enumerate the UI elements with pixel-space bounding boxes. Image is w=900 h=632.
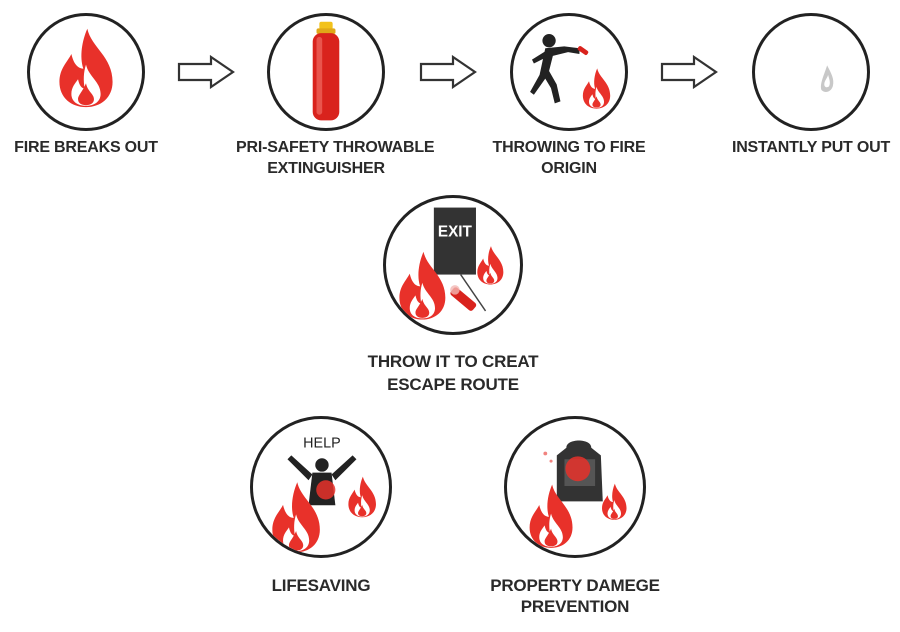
step-caption: PRI-SAFETY THROWABLE EXTINGUISHER	[236, 137, 435, 179]
caption-line: THROW IT TO CREAT	[367, 352, 539, 371]
caption-line: INSTANTLY PUT OUT	[731, 139, 891, 156]
step-caption: THROW IT TO CREAT ESCAPE ROUTE	[343, 350, 563, 396]
step-caption: FIRE BREAKS OUT	[0, 137, 172, 158]
exit-sign-icon: EXIT	[399, 207, 504, 320]
flame-icon	[59, 28, 113, 108]
fire-breaks-out-circle	[27, 13, 145, 131]
caption-line: THROWING TO FIRE	[492, 139, 646, 156]
exit-sign-text: EXIT	[438, 223, 473, 240]
caption-line: EXTINGUISHER	[267, 160, 385, 177]
backpack-icon	[529, 440, 627, 548]
caption-line: PROPERTY DAMEGE	[490, 576, 660, 595]
caption-line: LIFESAVING	[271, 576, 371, 595]
caption-line: ESCAPE ROUTE	[387, 375, 519, 394]
escape-route-circle: EXIT	[383, 195, 523, 335]
caption-line: PRI-SAFETY THROWABLE	[236, 139, 435, 156]
throwing-circle	[510, 13, 628, 131]
lifesaving-circle: HELP	[250, 416, 392, 558]
step-caption: THROWING TO FIRE ORIGIN	[479, 137, 659, 179]
smoke-icon	[820, 65, 834, 93]
extinguisher-circle	[267, 13, 385, 131]
person-in-fire-icon: HELP	[272, 436, 376, 553]
step-caption: INSTANTLY PUT OUT	[721, 137, 900, 158]
put-out-circle	[752, 13, 870, 131]
extinguisher-icon	[312, 21, 340, 121]
step-caption: LIFESAVING	[221, 575, 421, 596]
caption-line: FIRE BREAKS OUT	[14, 139, 158, 156]
right-arrow-icon	[660, 54, 718, 90]
caption-line: ORIGIN	[541, 160, 597, 177]
right-arrow-icon	[419, 54, 477, 90]
right-arrow-icon	[177, 54, 235, 90]
throwing-person-icon	[530, 34, 611, 109]
help-text: HELP	[303, 436, 341, 452]
caption-line: PREVENTION	[520, 597, 630, 616]
property-circle	[504, 416, 646, 558]
step-caption: PROPERTY DAMEGE PREVENTION	[465, 575, 685, 617]
